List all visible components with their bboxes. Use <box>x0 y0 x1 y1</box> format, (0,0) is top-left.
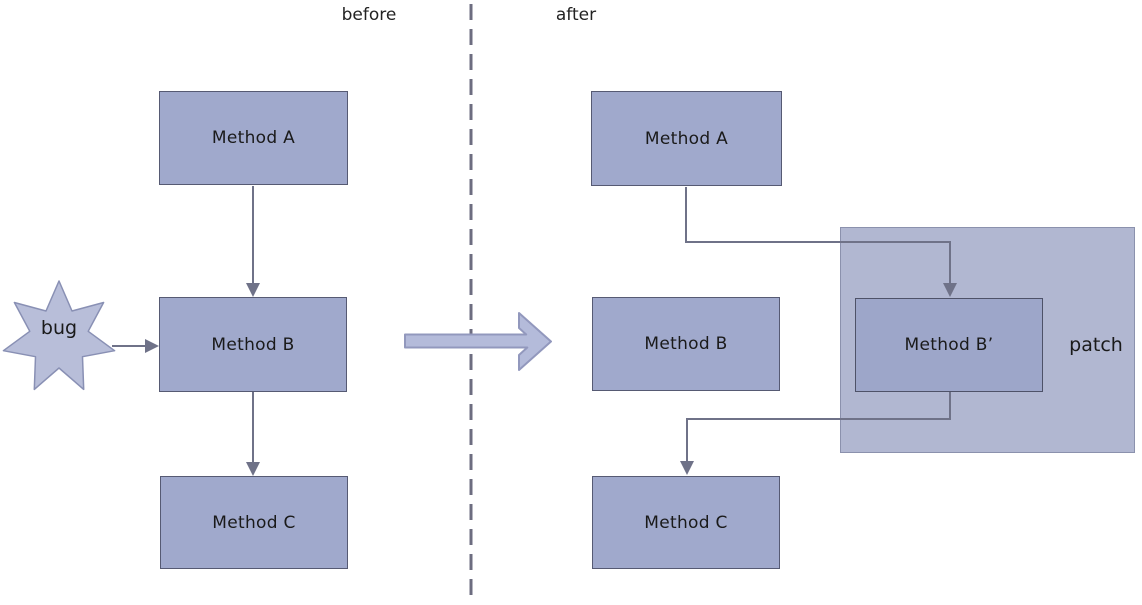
node-before-method-c-label: Method C <box>212 512 296 533</box>
before-label: before <box>341 5 397 25</box>
edge-bug-to-b-arrowhead-icon <box>145 339 159 353</box>
patch-label: patch <box>1069 334 1123 356</box>
node-after-method-b-prime: Method B’ <box>855 298 1043 392</box>
node-after-method-a: Method A <box>591 91 782 186</box>
edge-before-b-to-c-arrowhead-icon <box>246 462 260 476</box>
edge-after-bprime-to-c-arrowhead-icon <box>680 461 694 475</box>
node-before-method-c: Method C <box>160 476 348 569</box>
node-after-method-c-label: Method C <box>644 512 728 533</box>
edge-after-a-to-bprime-line <box>685 187 951 284</box>
node-before-method-b: Method B <box>159 297 347 392</box>
node-after-method-b-label: Method B <box>644 334 728 354</box>
edge-before-a-to-b-arrowhead-icon <box>246 283 260 297</box>
node-before-method-a: Method A <box>159 91 348 185</box>
bug-label: bug <box>40 317 78 339</box>
bug-star-icon <box>2 280 116 391</box>
node-before-method-a-label: Method A <box>211 128 296 148</box>
edge-after-a-to-bprime-arrowhead-icon <box>943 283 957 297</box>
after-label: after <box>555 5 597 25</box>
node-before-method-b-label: Method B <box>211 334 295 355</box>
node-after-method-a-label: Method A <box>644 128 729 149</box>
node-after-method-b-prime-label: Method B’ <box>904 335 994 355</box>
node-after-method-b: Method B <box>592 297 780 391</box>
block-arrow-right-icon <box>404 312 552 371</box>
edge-after-bprime-to-c-line <box>686 392 951 462</box>
node-after-method-c: Method C <box>592 476 780 569</box>
